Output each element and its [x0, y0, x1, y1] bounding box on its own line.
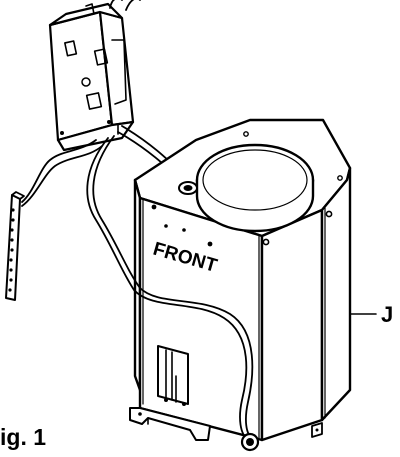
figure-caption: ig. 1 — [0, 424, 47, 450]
sensor-wire-b — [21, 145, 103, 207]
tank — [133, 118, 352, 442]
top-grommet — [178, 181, 198, 195]
sensor-strip — [5, 191, 25, 301]
tank-top-opening — [195, 143, 315, 233]
upper-wire — [109, 0, 123, 9]
mounting-foot — [129, 407, 211, 441]
ground-wire — [86, 137, 249, 441]
sensor-wire-a — [21, 139, 97, 203]
callout-letter: J — [381, 302, 393, 327]
bottom-grommet — [240, 432, 260, 452]
access-panel — [157, 345, 189, 406]
bottom-terminal — [311, 422, 323, 438]
control-box — [48, 2, 135, 152]
